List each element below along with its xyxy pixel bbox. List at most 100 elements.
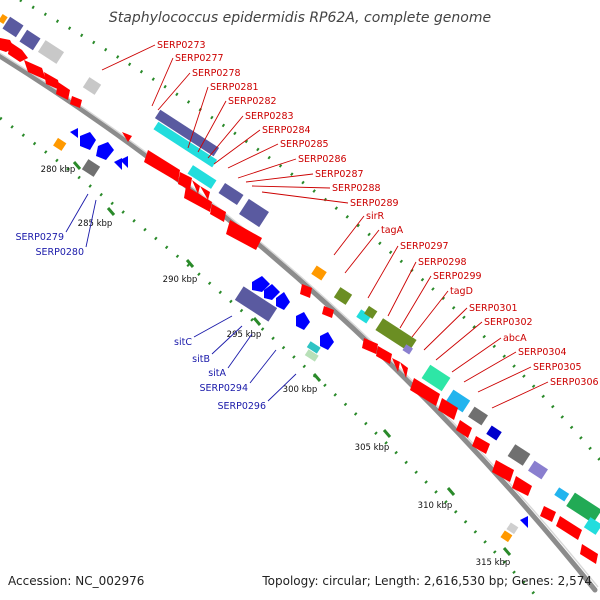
gene-box [375,318,417,352]
gene-label-forward: tagA [381,225,404,236]
gene-box [528,460,548,480]
gene-label-forward: abcA [503,333,527,344]
reverse-cds [520,516,528,528]
gene-box [0,14,8,24]
forward-cds [362,338,378,354]
tick-label: 295 kbp [227,330,262,340]
forward-cds [210,204,226,222]
major-tick [185,259,195,268]
gene-box [187,165,217,189]
forward-cds [456,420,472,438]
gene-box [486,425,502,441]
leader-line [85,199,97,248]
forward-cds [392,358,400,372]
leader-line [367,245,399,299]
gene-box [500,530,513,543]
forward-cds [376,346,392,364]
leader-line [237,158,297,179]
gene-label-forward: SERP0284 [262,125,311,136]
gene-box [583,517,600,535]
tick-label: 300 kbp [283,385,318,395]
forward-cds [512,476,532,496]
gene-label-forward: SERP0297 [400,241,449,252]
reverse-cds [296,312,310,330]
gene-label-forward: SERP0289 [350,198,399,209]
reverse-cds [252,276,270,292]
tick-labels: 280 kbp 285 kbp 290 kbp 295 kbp 300 kbp 305 k… [41,165,511,568]
genome-backbone-highlight [0,52,599,588]
forward-cds [472,436,490,454]
gene-label-reverse: SERP0296 [217,401,266,412]
major-tick [72,161,82,170]
gene-label-reverse: SERP0279 [15,232,64,243]
gene-label-forward: SERP0288 [332,183,381,194]
leader-line [399,275,432,329]
leader-line [261,191,349,204]
gene-box [554,487,570,502]
gene-box [507,444,531,466]
leader-line [344,229,380,274]
gene-box [306,341,321,354]
gene-label-forward: tagD [450,286,473,297]
leader-line [387,261,417,317]
outer-tick-ring [19,0,600,461]
tick-label: 305 kbp [355,443,390,453]
genome-summary-text: Topology: circular; Length: 2,616,530 bp… [262,574,592,588]
forward-cds [540,506,556,522]
gene-label-forward: SERP0282 [228,96,277,107]
gene-box [506,522,519,535]
gene-box [218,182,244,206]
feature-tracks [0,14,600,564]
forward-cds [144,150,180,182]
tick-label: 315 kbp [476,558,511,568]
page-title: Staphylococcus epidermidis RP62A, comple… [108,10,492,26]
forward-cds [200,186,210,200]
forward-cds [56,82,70,100]
forward-cds [492,460,514,482]
forward-cds [192,180,200,194]
tick-label: 280 kbp [41,165,76,175]
leader-line [151,57,174,107]
leader-line [267,373,297,402]
leader-line [197,100,227,153]
gene-label-forward: SERP0298 [418,257,467,268]
leader-line [187,86,209,149]
forward-cds [322,306,334,318]
gene-label-forward: SERP0302 [484,317,533,328]
reverse-cds [80,132,96,150]
gene-box [19,29,41,51]
gene-label-forward: SERP0285 [280,139,329,150]
forward-cds [180,176,190,184]
gene-label-forward: SERP0301 [469,303,518,314]
gene-label-reverse: sitC [174,337,192,348]
gene-box [468,406,488,426]
forward-cds [8,42,28,62]
gene-callouts: SERP0273SERP0277SERP0278SERP0281SERP0282… [15,40,598,412]
forward-cds [226,220,262,250]
leader-line [423,307,468,351]
leader-line [435,321,483,361]
leader-line [227,333,253,369]
gene-label-forward: SERP0277 [175,53,224,64]
gene-box [153,121,218,168]
gene-label-forward: SERP0283 [245,111,294,122]
reverse-cds [264,284,280,300]
reverse-cds [120,156,128,168]
gene-box [402,344,413,355]
gene-label-forward: SERP0273 [157,40,206,51]
gene-label-forward: SERP0287 [315,169,364,180]
tick-label: 285 kbp [78,219,113,229]
gene-label-forward: SERP0281 [210,82,259,93]
leader-line [491,381,549,409]
gene-box [445,389,471,413]
gene-box [311,265,327,281]
gene-box [2,16,24,38]
reverse-cds [114,158,122,170]
gene-box [82,77,102,95]
tick-label: 290 kbp [163,275,198,285]
reverse-cds [320,332,334,350]
gene-label-reverse: sitB [192,354,210,365]
gene-box [81,159,101,177]
gene-label-forward: sirR [366,211,384,222]
